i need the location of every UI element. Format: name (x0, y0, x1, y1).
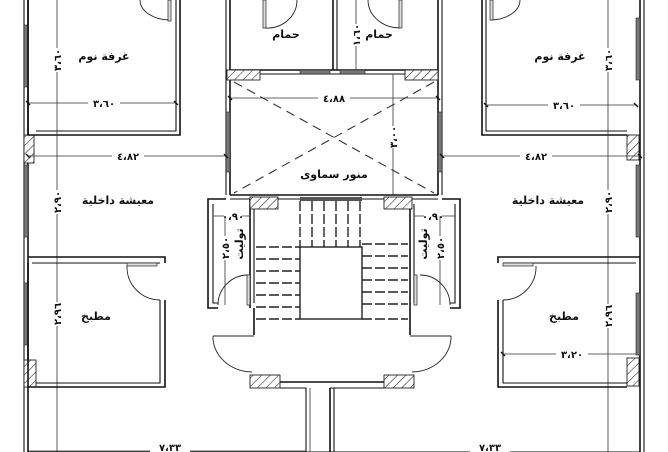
dim-living-left-height: ٢،٩٠ (53, 191, 64, 213)
column-left-2 (23, 359, 37, 388)
outer-wall-left (23, 0, 37, 452)
staircase (249, 196, 413, 335)
dim-bath-right-height: ١،٦٠ (352, 24, 363, 46)
window-living-left (23, 164, 29, 238)
label-bath-left: حمام (272, 28, 300, 41)
column-landing-right (383, 374, 415, 389)
dim-living-right-width: ٤،٨٢ (525, 152, 547, 163)
overall-dimensions: ٧،٣٣ ٧،٣٣ (28, 441, 640, 452)
dim-bedroom-right-height: ٣،٦٠ (604, 49, 615, 71)
dim-kitchen-right-width: ٣،٢٠ (561, 350, 583, 361)
column-bath-left (226, 69, 261, 81)
kitchen-right: ٣،٢٠ ٢،٩٦ مطبخ (497, 262, 636, 388)
label-bath-right: حمام (365, 28, 393, 41)
label-toilet-left: توليت (233, 228, 246, 259)
bedroom-right: ٣،٦٠ ٣،٦٠ غرفة نوم (481, 0, 639, 452)
label-toilet-right: توليت (417, 228, 430, 259)
label-light-well: منور سماوى (300, 168, 368, 181)
dim-overall-right: ٧،٣٣ (479, 443, 501, 452)
stair-right-flight (362, 243, 408, 320)
dim-kitchen-right-height: ٢،٩٦ (604, 305, 615, 327)
label-living-right: معيشة داخلية (512, 194, 584, 207)
dim-toilet-right-width: ٠،٩٠ (422, 212, 444, 223)
dim-toilet-left-width: ٠،٩٠ (222, 212, 244, 223)
stair-top-flight (299, 201, 361, 247)
dim-bedroom-left-height: ٣،٦٠ (53, 49, 64, 71)
column-right-1 (626, 134, 640, 161)
bathrooms: حمام حمام ١،٦٠ (226, 0, 439, 81)
window-bedroom-right (635, 17, 641, 81)
label-kitchen-left: مطبخ (81, 310, 111, 323)
stair-left-flight (256, 246, 300, 320)
column-landing-left (249, 374, 281, 389)
dim-light-well-height: ٣،٠٠ (389, 126, 400, 148)
living-right: ٤،٨٢ ٢،٩٠ معيشة داخلية (439, 150, 643, 264)
bedroom-left: ٣،٦٠ ٣،٦٠ غرفة نوم (25, 0, 181, 452)
label-living-left: معيشة داخلية (82, 194, 154, 207)
label-bedroom-left: غرفة نوم (78, 50, 129, 63)
dim-toilet-right-height: ٢،٥٠ (436, 237, 447, 259)
toilet-right: ٠،٩٠ ٢،٥٠ توليت (409, 198, 461, 309)
column-left-1 (23, 134, 35, 164)
dim-living-right-height: ٢،٩٠ (604, 191, 615, 213)
toilet-left: ٠،٩٠ ٢،٥٠ توليت (207, 198, 255, 309)
dim-kitchen-left-height: ٢،٩٦ (53, 303, 64, 325)
column-bath-right (404, 69, 439, 81)
window-living-right (635, 164, 641, 238)
dim-bedroom-left-width: ٣،٦٠ (93, 99, 115, 110)
dim-light-well-width: ٤،٨٨ (323, 94, 345, 105)
dim-living-left-width: ٤،٨٢ (117, 152, 139, 163)
kitchen-left: ٢،٩٦ مطبخ (27, 262, 166, 388)
entry-landing (212, 335, 452, 452)
label-kitchen-right: مطبخ (549, 310, 579, 323)
label-bedroom-right: غرفة نوم (534, 50, 585, 63)
window-kitchen-right (635, 292, 641, 356)
dim-toilet-left-height: ٢،٥٠ (221, 237, 232, 259)
dim-bedroom-right-width: ٣،٦٠ (553, 101, 575, 112)
light-well: ٤،٨٨ ٣،٠٠ منور سماوى (227, 74, 441, 200)
outer-wall-right (626, 0, 645, 452)
column-right-2 (626, 357, 640, 387)
dim-overall-left: ٧،٣٣ (159, 443, 181, 452)
living-left: ٤،٨٢ ٢،٩٠ معيشة داخلية (25, 150, 229, 264)
